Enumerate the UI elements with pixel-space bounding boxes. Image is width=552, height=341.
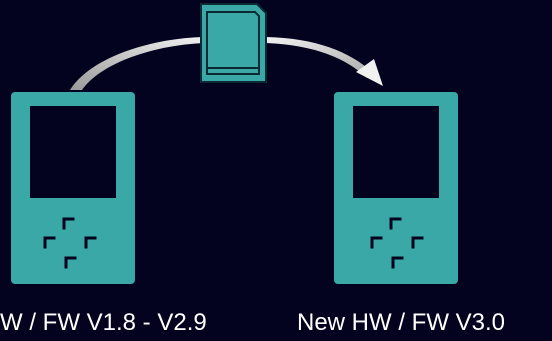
arrowhead bbox=[356, 59, 383, 86]
arrow-arc-right bbox=[266, 37, 372, 78]
new-device-screen bbox=[353, 106, 439, 198]
transfer-diagram bbox=[11, 3, 458, 284]
arrow-arc-left bbox=[70, 37, 205, 90]
curved-arrow-icon bbox=[70, 37, 383, 90]
old-device-caption: W / FW V1.8 - V2.9 bbox=[0, 308, 257, 338]
old-device-icon bbox=[11, 92, 135, 284]
old-device-screen bbox=[30, 106, 116, 198]
old-device-keypad-icon bbox=[43, 217, 97, 269]
new-device-icon bbox=[334, 92, 458, 284]
sd-card-icon bbox=[200, 3, 267, 83]
new-device-keypad-icon bbox=[370, 217, 424, 269]
new-device-caption: New HW / FW V3.0 bbox=[297, 309, 506, 336]
old-device-label: W / FW V1.8 - V2.9 bbox=[0, 309, 207, 336]
